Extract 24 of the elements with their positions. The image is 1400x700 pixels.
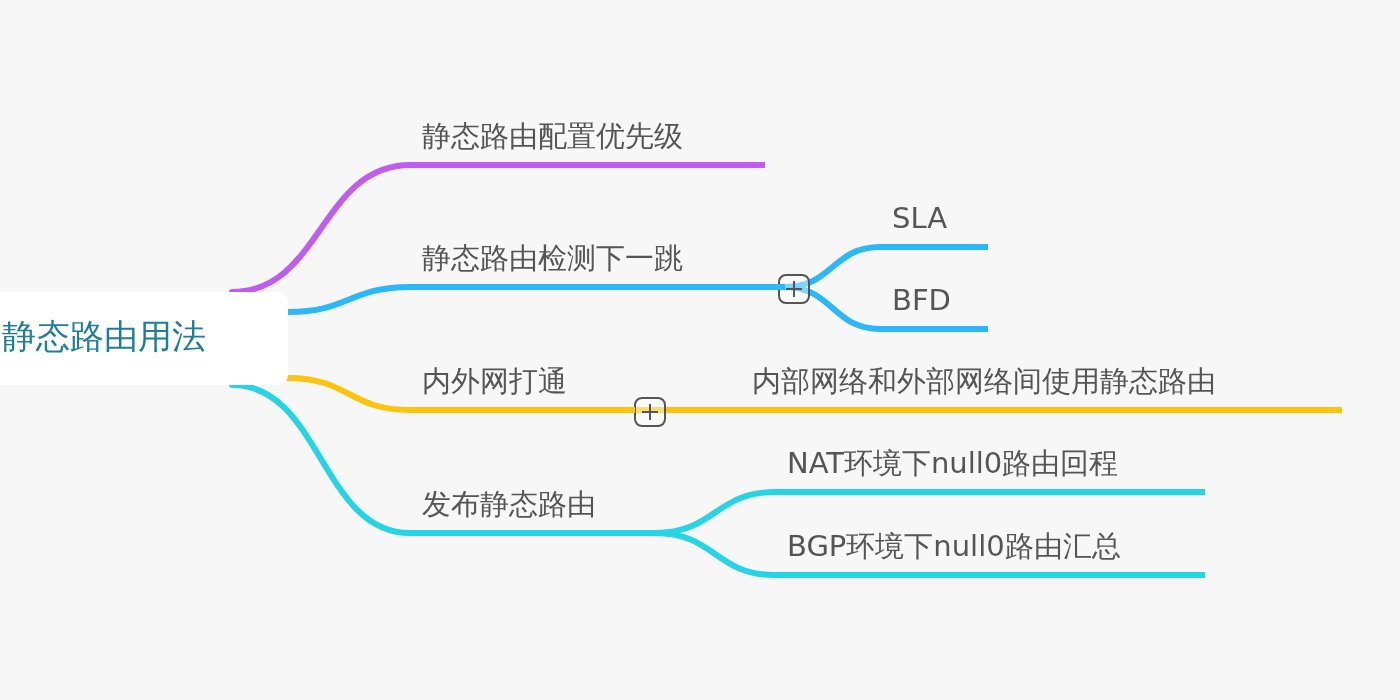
topic-underline: [740, 367, 1342, 413]
topic-underline: [410, 244, 785, 290]
topic-underline: [410, 122, 765, 168]
topic-underline: [410, 490, 655, 536]
topic-underline: [410, 367, 635, 413]
central-topic: [0, 292, 288, 385]
topic-label: SLA: [892, 200, 948, 237]
topic-label: BGP环境下null0路由汇总: [787, 528, 1121, 565]
topic-label: 内外网打通: [422, 363, 567, 400]
topic-underline: [775, 532, 1205, 578]
topic-underline: [880, 204, 988, 250]
topic-label: 发布静态路由: [422, 486, 596, 523]
topic-label: NAT环境下null0路由回程: [787, 445, 1119, 482]
topic-label: BFD: [892, 282, 951, 319]
central-topic-label: 静态路由用法: [2, 316, 206, 356]
branch-line: [229, 382, 413, 536]
branch-line: [229, 162, 413, 295]
branch-line: [285, 375, 413, 413]
topic-label: 静态路由配置优先级: [422, 118, 683, 155]
topic-label: 内部网络和外部网络间使用静态路由: [752, 363, 1216, 400]
topic-label: 静态路由检测下一跳: [422, 240, 683, 277]
topic-underline: [775, 449, 1205, 495]
branch-line: [652, 530, 778, 578]
topic-underline: [880, 286, 988, 332]
